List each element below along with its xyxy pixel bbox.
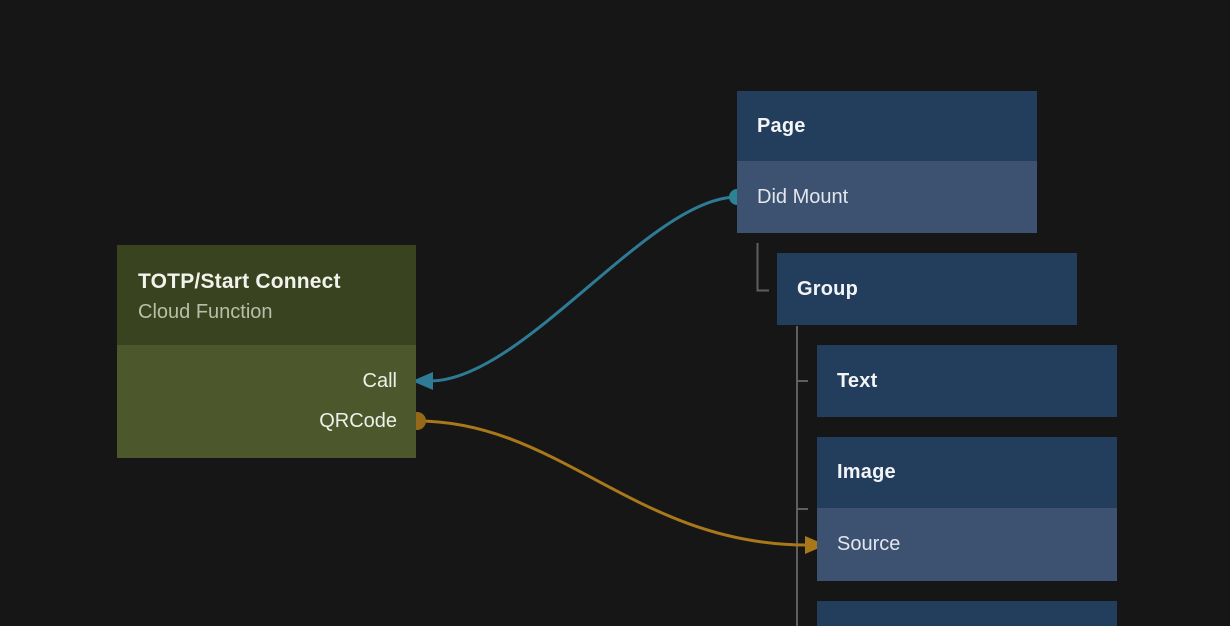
node-image-row-source[interactable]: Source	[817, 508, 1117, 581]
node-text[interactable]: Text	[817, 345, 1117, 417]
node-group[interactable]: Group	[777, 253, 1077, 325]
connection-qrcode-source[interactable]	[408, 412, 826, 554]
node-title: TOTP/Start Connect	[138, 270, 341, 293]
node-image[interactable]: Image Source	[817, 437, 1117, 581]
node-image-title: Image	[837, 461, 896, 483]
row-source-label: Source	[837, 533, 901, 555]
node-group-header[interactable]: Group	[777, 253, 1077, 325]
node-page-row-didmount[interactable]: Did Mount	[737, 161, 1037, 233]
connection-qrcode-source-wire	[416, 419, 808, 547]
node-cloud-function-header[interactable]: TOTP/Start Connect Cloud Function	[117, 245, 416, 345]
port-call[interactable]: Call	[117, 361, 397, 401]
node-cloud-function-body: Call QRCode	[117, 345, 416, 458]
port-qrcode-label: QRCode	[319, 409, 397, 432]
node-text-title: Text	[837, 369, 878, 392]
node-group-title: Group	[797, 277, 858, 300]
node-page[interactable]: Page Did Mount	[737, 91, 1037, 233]
node-cloud-function[interactable]: TOTP/Start Connect Cloud Function Call Q…	[117, 245, 416, 458]
node-text-header[interactable]: Text	[817, 345, 1117, 417]
connection-didmount-call-wire	[429, 195, 738, 383]
port-qrcode[interactable]: QRCode	[117, 401, 397, 441]
connection-didmount-call[interactable]	[412, 189, 745, 390]
node-page-title: Page	[757, 114, 806, 137]
port-call-label: Call	[362, 369, 397, 392]
row-didmount-label: Did Mount	[757, 185, 849, 208]
tree-elbow-page-group	[756, 243, 769, 292]
node-subtitle: Cloud Function	[138, 301, 273, 323]
node-element-partial[interactable]	[817, 601, 1117, 626]
node-image-header[interactable]: Image	[817, 437, 1117, 508]
node-page-header[interactable]: Page	[737, 91, 1037, 161]
